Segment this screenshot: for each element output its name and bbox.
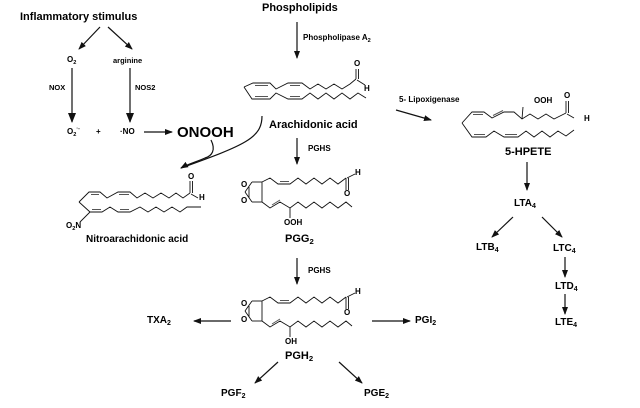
label-arginine: arginine: [113, 56, 143, 65]
atom-pgh2-h: H: [355, 287, 361, 296]
label-enzyme-nox: NOX: [49, 83, 66, 92]
label-lte4: LTE4: [555, 317, 578, 330]
arrow-lta4-to-ltb4: [491, 216, 514, 238]
atom-pgh2-ring-o-2: O: [241, 315, 248, 324]
label-pgf2: PGF2: [221, 388, 246, 401]
label-ltb4: LTB4: [476, 242, 499, 255]
label-enzyme-phospholipase-a2: Phospholipase A2: [303, 33, 371, 44]
5-hpete-structure: [461, 101, 575, 138]
arrow-arachidonic-to-nitroarachidonic: [180, 115, 263, 169]
label-nitric-oxide: ·NO: [120, 127, 135, 136]
arrow-pgh2-to-pgf2: [254, 361, 279, 384]
arrow-lta4-to-ltc4: [541, 216, 563, 238]
atom-aa-h: H: [364, 84, 370, 93]
arrow-onooh-to-nitroarachidonic: [180, 139, 214, 169]
atom-hpete-h: H: [584, 114, 590, 123]
label-inflammatory-stimulus: Inflammatory stimulus: [20, 11, 138, 23]
label-ltc4: LTC4: [553, 243, 576, 256]
atom-pgh2-oh: OH: [285, 337, 297, 346]
label-pgh2: PGH2: [285, 350, 314, 363]
label-nitroarachidonic-acid: Nitroarachidonic acid: [86, 234, 189, 245]
atom-pgh2-ring-o-1: O: [241, 299, 248, 308]
atom-pgg2-o: O: [344, 189, 351, 198]
atom-nitro-group: O2N: [66, 221, 82, 232]
atom-hpete-o: O: [564, 91, 571, 100]
atom-nitro-aldehyde-h: H: [199, 193, 205, 202]
atom-pgg2-h: H: [355, 168, 361, 177]
label-plus: +: [96, 127, 101, 136]
atom-pgg2-ring-o-1: O: [241, 180, 248, 189]
label-phospholipids: Phospholipids: [262, 2, 338, 14]
atom-nitro-aldehyde-o: O: [188, 172, 195, 181]
label-5-hpete: 5-HPETE: [505, 146, 552, 158]
atom-pgh2-o: O: [344, 308, 351, 317]
pgg2-structure: [244, 173, 356, 218]
label-o2: O2: [67, 55, 77, 66]
arrow-pgh2-to-pge2: [338, 361, 363, 384]
label-enzyme-nos2: NOS2: [135, 83, 156, 92]
label-ltd4: LTD4: [555, 281, 578, 294]
label-pgg2: PGG2: [285, 233, 314, 246]
atom-hpete-ooh: OOH: [534, 96, 553, 105]
atom-aa-o: O: [354, 59, 361, 68]
arrow-stimulus-to-arginine: [107, 26, 133, 50]
nitroarachidonic-acid-structure: [78, 181, 201, 223]
atom-pgg2-ring-o-2: O: [241, 196, 248, 205]
label-txa2: TXA2: [147, 315, 171, 328]
label-superoxide: O2·-: [67, 126, 80, 138]
arrow-stimulus-to-o2: [78, 26, 101, 50]
label-lta4: LTA4: [514, 198, 536, 211]
label-peroxynitrite: ONOOH: [177, 124, 234, 141]
label-enzyme-pghs-2: PGHS: [308, 266, 331, 275]
atom-pgg2-ooh: OOH: [284, 218, 303, 227]
label-arachidonic-acid: Arachidonic acid: [269, 119, 358, 131]
label-enzyme-pghs-1: PGHS: [308, 144, 331, 153]
pgh2-structure: [244, 292, 356, 337]
arachidonic-acid-structure: [243, 69, 367, 100]
label-enzyme-5-lipoxygenase: 5- Lipoxigenase: [399, 95, 460, 104]
label-pge2: PGE2: [364, 388, 390, 401]
label-pgi2: PGI2: [415, 315, 437, 328]
arrow-arachidonic-to-5hpete: [395, 109, 432, 121]
